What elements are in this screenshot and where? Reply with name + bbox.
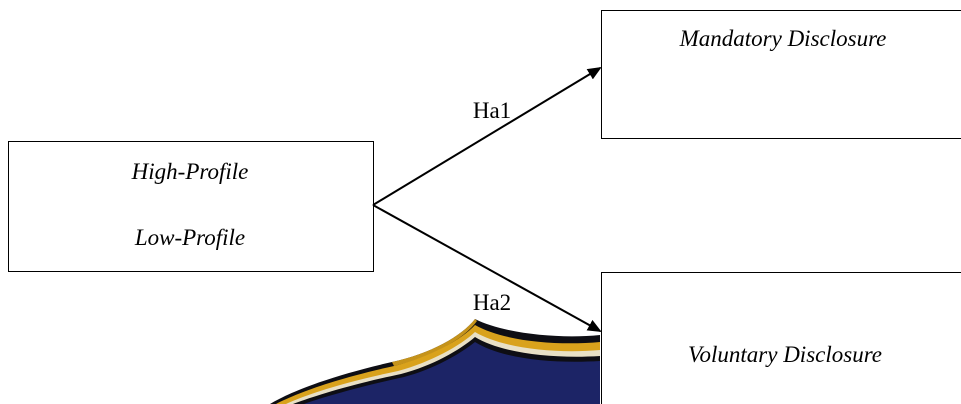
- source-box: High-Profile Low-Profile: [8, 141, 374, 272]
- edge-label-ha1: Ha1: [473, 98, 511, 123]
- source-box-line1: High-Profile: [131, 159, 249, 184]
- mandatory-disclosure-border: [601, 10, 961, 139]
- arrow-ha2: [372, 204, 602, 332]
- source-box-border: [8, 141, 374, 272]
- edge-label-ha2: Ha2: [473, 290, 511, 315]
- mandatory-disclosure-box: Mandatory Disclosure: [601, 10, 961, 139]
- emblem-navy-dome: [304, 342, 600, 404]
- mandatory-disclosure-label: Mandatory Disclosure: [679, 26, 887, 51]
- voluntary-disclosure-label: Voluntary Disclosure: [688, 342, 882, 367]
- emblem-watermark: [270, 319, 600, 404]
- voluntary-disclosure-border: [601, 272, 961, 404]
- source-box-line2: Low-Profile: [134, 225, 245, 250]
- voluntary-disclosure-box: Voluntary Disclosure: [601, 272, 961, 404]
- emblem-top-left-gold: [392, 319, 477, 366]
- arrow-ha1: [372, 66, 602, 206]
